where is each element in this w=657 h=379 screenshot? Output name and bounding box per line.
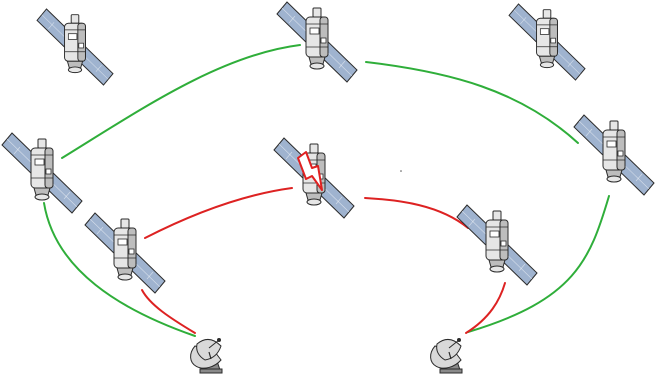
link-ground-left-to-mid-left: [43, 202, 196, 337]
satellite-dish-icon: [189, 337, 223, 374]
satellite-icon: [36, 8, 114, 86]
link-ground-left-to-lower-left: [141, 289, 196, 334]
lightning-bolt-icon: [297, 151, 323, 191]
satellite-icon: [508, 3, 586, 81]
link-lower-right-to-ground-right: [465, 282, 506, 334]
satellite-icon: [84, 212, 166, 294]
stray-dot: [400, 170, 402, 172]
link-lower-left-to-center: [144, 187, 293, 239]
satellite-icon: [276, 1, 358, 83]
link-mid-left-to-top-center: [61, 44, 301, 159]
link-top-center-to-mid-right: [365, 61, 579, 144]
satellite-icon: [1, 132, 83, 214]
satellite-dish-icon: [429, 337, 463, 374]
link-mid-right-to-ground-right: [467, 195, 610, 333]
satellite-icon: [573, 114, 655, 196]
link-center-to-lower-right: [364, 197, 469, 229]
satellite-icon: [456, 204, 538, 286]
